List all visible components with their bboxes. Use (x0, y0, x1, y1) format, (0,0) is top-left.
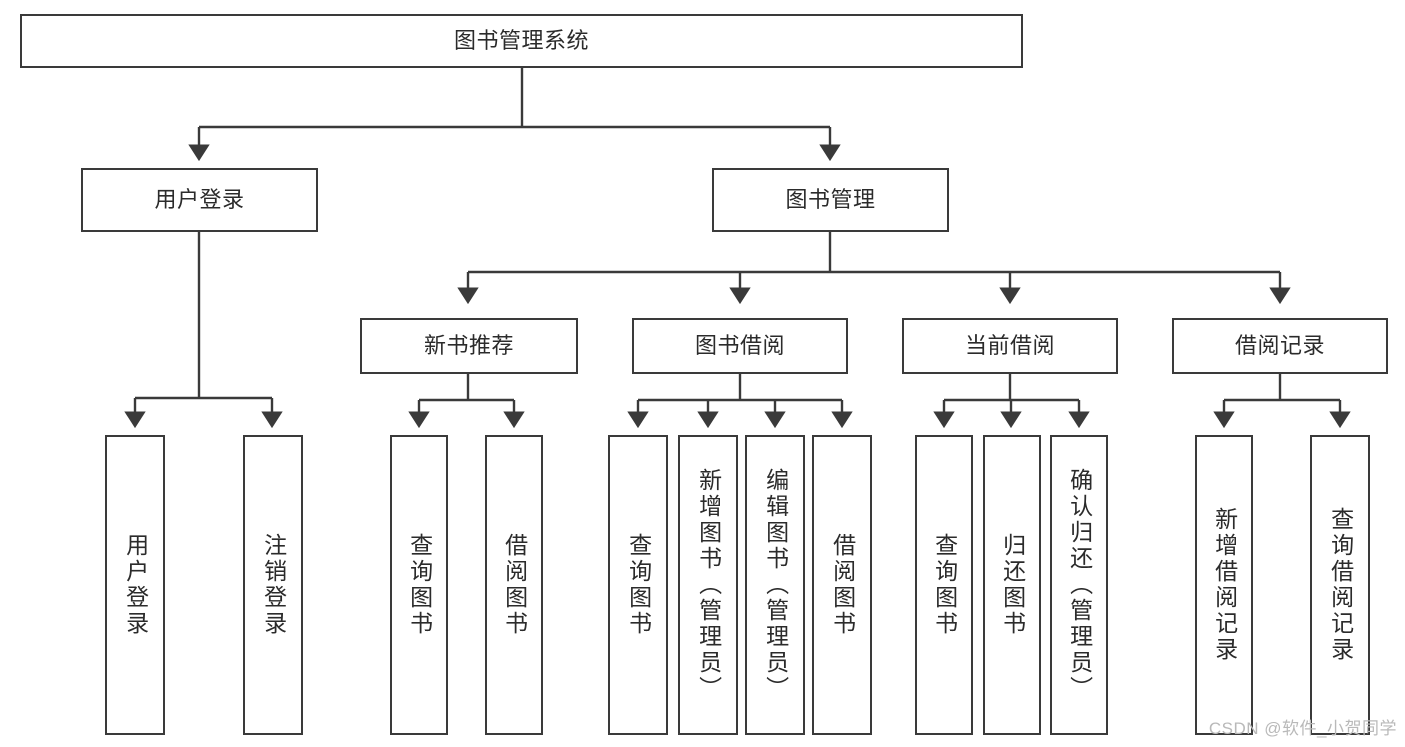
node-label: 图书管理 (785, 187, 876, 213)
leaf-borrow-add-book-admin[interactable]: 新增图书（管理员） (678, 435, 738, 735)
leaf-current-confirm-return-admin[interactable]: 确认归还（管理员） (1050, 435, 1108, 735)
leaf-new-book-borrow[interactable]: 借阅图书 (485, 435, 543, 735)
leaf-records-query-record[interactable]: 查询借阅记录 (1310, 435, 1370, 735)
node-label: 借阅图书 (501, 533, 528, 637)
node-root-book-management-system[interactable]: 图书管理系统 (20, 14, 1023, 68)
node-new-book-recommendation[interactable]: 新书推荐 (360, 318, 578, 374)
leaf-current-query-book[interactable]: 查询图书 (915, 435, 973, 735)
node-label: 归还图书 (999, 533, 1026, 637)
node-book-management[interactable]: 图书管理 (712, 168, 949, 232)
node-current-borrowing[interactable]: 当前借阅 (902, 318, 1118, 374)
node-label: 借阅图书 (829, 533, 856, 637)
node-label: 查询图书 (931, 533, 958, 637)
leaf-current-return-book[interactable]: 归还图书 (983, 435, 1041, 735)
leaf-borrow-borrow-book[interactable]: 借阅图书 (812, 435, 872, 735)
leaf-user-login-login[interactable]: 用户登录 (105, 435, 165, 735)
leaf-records-add-record[interactable]: 新增借阅记录 (1195, 435, 1253, 735)
leaf-user-login-logout[interactable]: 注销登录 (243, 435, 303, 735)
node-user-login[interactable]: 用户登录 (81, 168, 318, 232)
node-label: 新增借阅记录 (1211, 507, 1238, 663)
node-label: 借阅记录 (1234, 333, 1325, 359)
node-label: 图书管理系统 (453, 28, 589, 54)
leaf-borrow-query-book[interactable]: 查询图书 (608, 435, 668, 735)
node-label: 图书借阅 (694, 333, 785, 359)
node-label: 编辑图书（管理员） (762, 468, 789, 702)
leaf-borrow-edit-book-admin[interactable]: 编辑图书（管理员） (745, 435, 805, 735)
node-book-borrowing[interactable]: 图书借阅 (632, 318, 848, 374)
node-label: 用户登录 (122, 533, 149, 637)
node-borrowing-records[interactable]: 借阅记录 (1172, 318, 1388, 374)
node-label: 当前借阅 (964, 333, 1055, 359)
leaf-new-book-query[interactable]: 查询图书 (390, 435, 448, 735)
node-label: 注销登录 (260, 533, 287, 637)
node-label: 新书推荐 (423, 333, 514, 359)
node-label: 用户登录 (154, 187, 245, 213)
node-label: 查询图书 (625, 533, 652, 637)
node-label: 确认归还（管理员） (1066, 468, 1093, 702)
node-label: 查询借阅记录 (1327, 507, 1354, 663)
node-label: 查询图书 (406, 533, 433, 637)
node-label: 新增图书（管理员） (695, 468, 722, 702)
